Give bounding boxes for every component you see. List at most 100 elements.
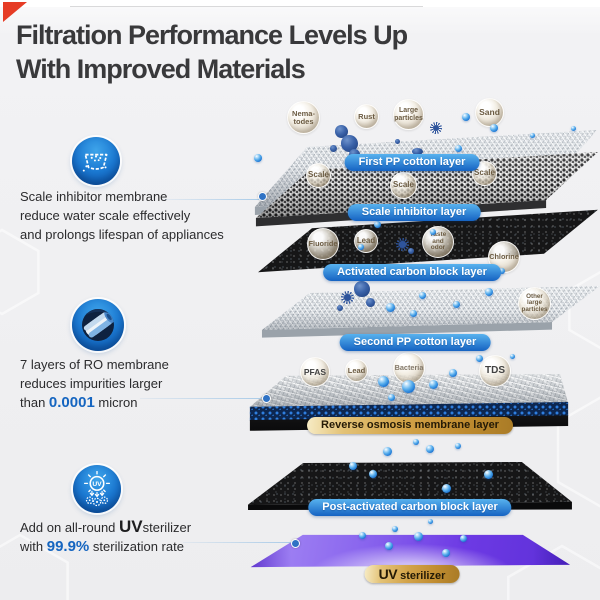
label-second-pp-cotton-layer: Second PP cotton layer	[339, 334, 491, 351]
label-uv-sterilizer: UV sterilizer	[364, 565, 460, 583]
layer-uv-sterilizer	[250, 534, 570, 568]
water-droplet	[510, 354, 515, 359]
water-droplet	[388, 394, 395, 401]
connector-dot-uv	[291, 539, 300, 548]
water-droplet	[455, 443, 461, 449]
label-post-activated-carbon-block-layer: Post-activated carbon block layer	[308, 499, 512, 516]
water-droplet	[419, 292, 426, 299]
uv-brand-text: UV	[378, 566, 398, 582]
feature-line: with 99.9% sterilization rate	[20, 537, 191, 556]
uv-label-rest: sterilizer	[397, 570, 446, 582]
label-activated-carbon-block-layer: Activated carbon block layer	[323, 264, 501, 281]
microbe-particle	[430, 122, 442, 134]
contaminant-bubble-sand: Sand	[475, 98, 504, 127]
page-title: Filtration Performance Levels Up With Im…	[16, 18, 408, 86]
microbe-particle	[408, 248, 414, 254]
water-droplet	[455, 145, 462, 152]
connector-dot-scale	[258, 192, 267, 201]
contaminant-bubble-tds: TDS	[479, 355, 511, 387]
uv-brand-text: UV	[119, 517, 143, 536]
water-droplet	[530, 133, 535, 138]
connector-line-ro	[140, 398, 264, 399]
uv-icon-label: UV	[92, 481, 102, 488]
water-droplet	[254, 154, 262, 162]
text-fragment: sterilizer	[142, 520, 192, 535]
ro-roll-glyph	[81, 308, 115, 342]
text-fragment: than	[20, 395, 49, 410]
contaminant-bubble-nematodes: Nema- todes	[287, 101, 320, 134]
water-droplet	[442, 484, 451, 493]
water-droplet	[453, 301, 460, 308]
contaminant-bubble-large-particles: Large particles	[393, 99, 424, 130]
water-droplet	[485, 288, 493, 296]
uv-sun-gears-glyph: UV	[83, 471, 111, 507]
connector-line-uv	[183, 542, 293, 543]
microbe-particle	[366, 298, 375, 307]
contaminant-bubble-lead-top: Lead	[354, 229, 378, 253]
contaminant-bubble-other-large-particles: Other large particles	[518, 287, 551, 320]
feature-line: reduces impurities larger	[20, 376, 163, 391]
water-droplet	[385, 542, 393, 550]
water-droplet	[449, 369, 457, 377]
contaminant-bubble-bacteria: Bacteria	[393, 352, 425, 384]
uv-sterilizer-icon: UV	[73, 465, 121, 513]
water-droplet	[429, 380, 438, 389]
microbe-particle	[396, 238, 409, 251]
highlight-value: 0.0001	[48, 394, 95, 411]
water-droplet	[386, 303, 395, 312]
corner-accent-triangle	[3, 2, 27, 22]
water-droplet	[430, 229, 436, 235]
contaminant-bubble-rust: Rust	[354, 104, 379, 129]
water-droplet	[410, 310, 417, 317]
layer-post-activated-carbon	[248, 461, 572, 505]
water-droplet	[359, 532, 366, 539]
contaminant-bubble-scale-center: Scale	[390, 172, 417, 199]
water-droplet	[442, 549, 450, 557]
microbe-particle	[412, 148, 423, 155]
microbe-particle	[335, 125, 348, 138]
title-line-1: Filtration Performance Levels Up	[16, 20, 408, 50]
text-fragment: sterilization rate	[89, 539, 184, 554]
microbe-particle	[354, 281, 370, 297]
water-droplet	[490, 124, 498, 132]
ro-mesh-band	[249, 402, 569, 421]
text-fragment: with	[20, 539, 47, 554]
top-white-strip	[0, 0, 600, 7]
feature-line: and prolongs lifespan of appliances	[20, 227, 224, 242]
water-droplet	[378, 376, 389, 387]
contaminant-bubble-chlorine: Chlorine	[488, 241, 520, 273]
water-droplet	[462, 113, 470, 121]
connector-dot-ro	[262, 394, 271, 403]
contaminant-bubble-pfas: PFAS	[300, 357, 330, 387]
feature-text-scale-inhibitor: Scale inhibitor membrane reduce water sc…	[20, 187, 224, 244]
ro-membrane-icon	[72, 299, 124, 351]
text-fragment: Add on all-round	[20, 520, 120, 535]
water-droplet	[349, 462, 357, 470]
contaminant-bubble-lead-ro: Lead	[345, 359, 368, 382]
title-line-2: With Improved Materials	[16, 54, 306, 84]
water-droplet	[426, 445, 434, 453]
scale-inhibitor-membrane-icon	[72, 137, 120, 185]
microbe-particle	[341, 135, 358, 152]
feature-line: Add on all-round UVsterilizer	[20, 517, 191, 537]
feature-line: than 0.0001 micron	[20, 393, 169, 412]
microbe-particle	[337, 305, 343, 311]
label-reverse-osmosis-membrane-layer: Reverse osmosis membrane layer	[307, 417, 513, 434]
top-divider-line	[70, 6, 423, 7]
water-droplet	[571, 126, 576, 131]
water-droplet	[369, 470, 377, 478]
feature-line: 7 layers of RO membrane	[20, 357, 169, 372]
water-droplet	[358, 244, 364, 250]
water-droplet	[383, 447, 392, 456]
feature-text-uv-sterilizer: Add on all-round UVsterilizer with 99.9%…	[20, 517, 191, 556]
contaminant-bubble-fluoride: Fluoride	[307, 228, 339, 260]
water-droplet	[476, 355, 483, 362]
scale-membrane-glyph	[82, 153, 108, 172]
microbe-particle	[330, 145, 337, 152]
water-droplet	[460, 535, 467, 542]
feature-line: reduce water scale effectively	[20, 208, 191, 223]
feature-text-ro-membrane: 7 layers of RO membrane reduces impuriti…	[20, 355, 169, 412]
text-fragment: micron	[94, 395, 138, 410]
feature-line: Scale inhibitor membrane	[20, 189, 168, 204]
